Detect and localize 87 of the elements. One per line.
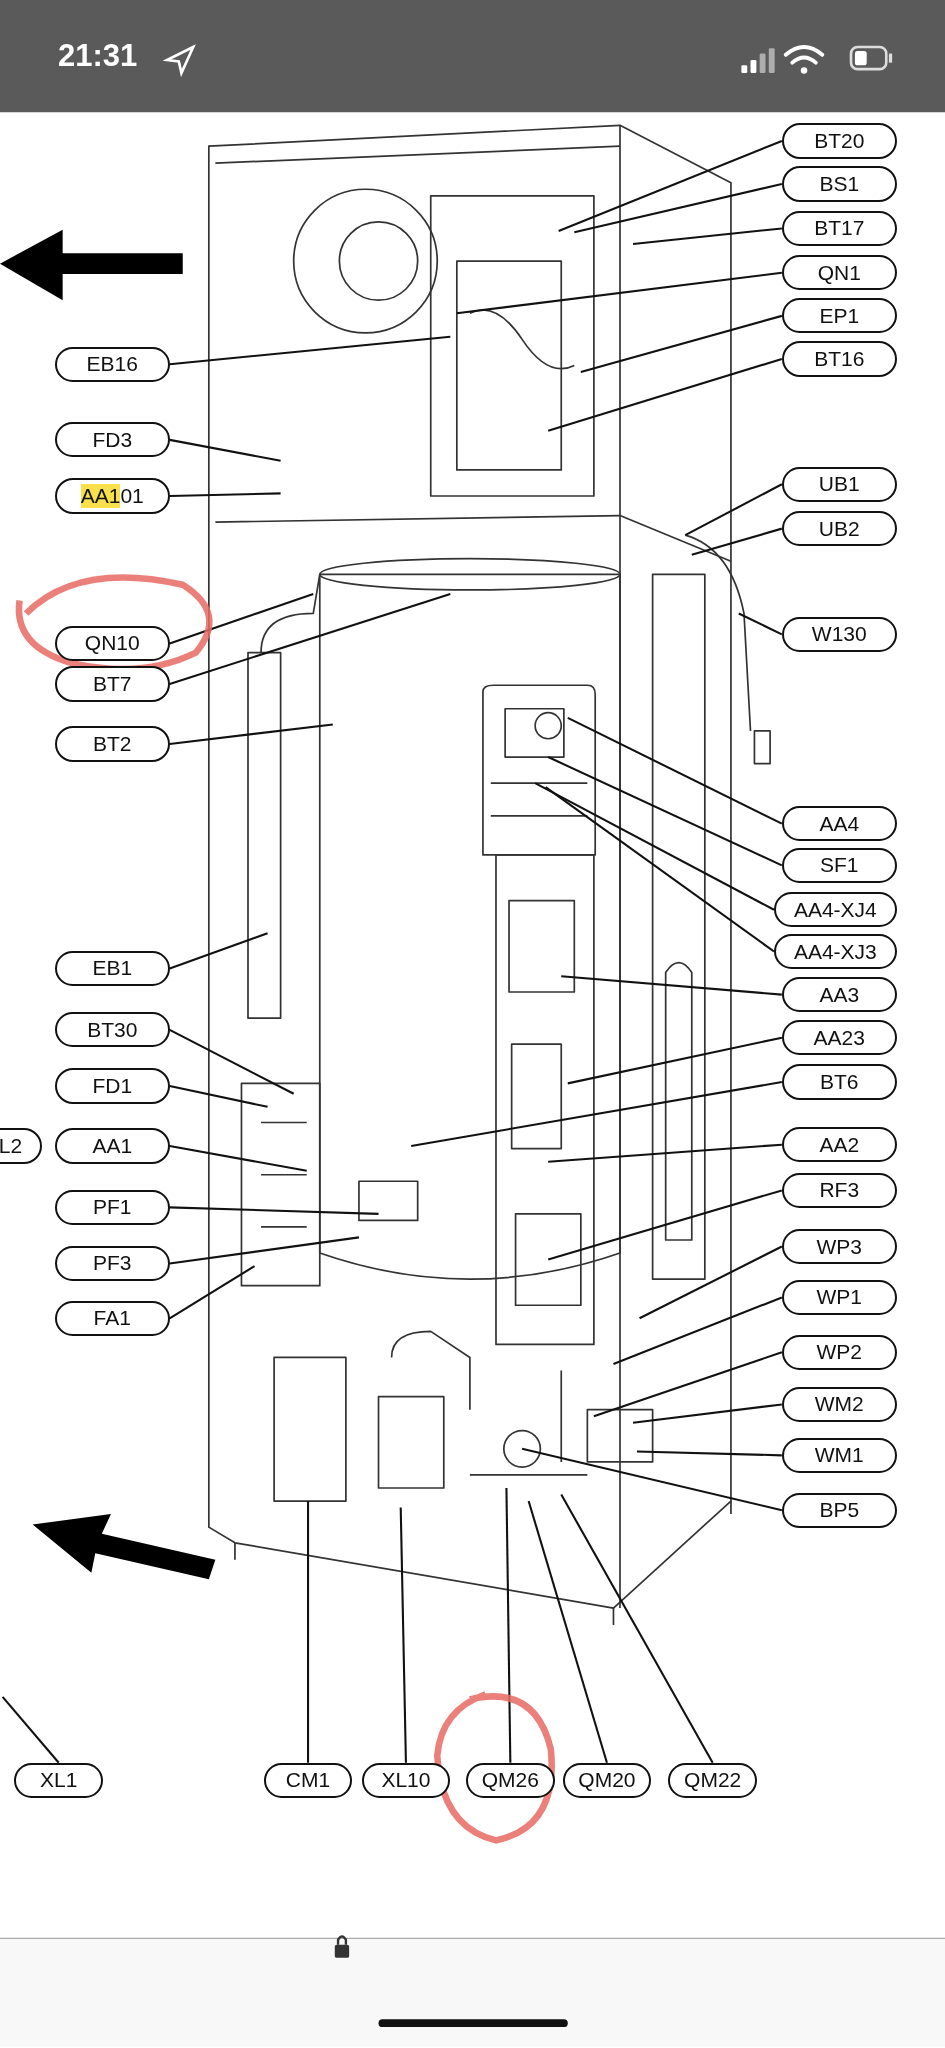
callout-label: EB1	[54, 950, 170, 987]
leader-line	[547, 1189, 783, 1261]
leader-line	[399, 1507, 407, 1763]
leader-line	[456, 271, 782, 315]
callout-label: QN1	[781, 255, 897, 291]
leader-line	[1, 1696, 60, 1764]
callout-label: EB16	[54, 346, 170, 382]
leader-line	[169, 438, 281, 462]
callout-label: BT7	[54, 666, 170, 702]
callout-label: PF1	[54, 1189, 170, 1225]
leader-line	[169, 932, 268, 970]
leader-line	[580, 314, 783, 373]
callout-label: L2	[0, 1128, 42, 1164]
callout-label: WP2	[781, 1334, 897, 1370]
leader-line	[169, 1206, 379, 1215]
callout-label: PF3	[54, 1245, 170, 1282]
leader-line	[521, 1447, 783, 1512]
leader-line	[169, 1028, 295, 1095]
callout-label: BT30	[54, 1012, 170, 1048]
callout-label: AA1	[54, 1128, 170, 1164]
leader-line	[169, 1145, 307, 1172]
callout-label: WM2	[781, 1386, 897, 1423]
callout-label: QM20	[562, 1762, 652, 1798]
leader-line	[632, 1403, 782, 1424]
callout-label: FA1	[54, 1300, 170, 1336]
callout-label: WP3	[781, 1228, 897, 1265]
callout-label: QM22	[668, 1762, 758, 1798]
callout-label: QM26	[465, 1762, 555, 1798]
leader-line	[169, 723, 333, 746]
callout-label: BT2	[54, 726, 170, 762]
callout-label: AA4-XJ4	[774, 892, 897, 928]
status-time: 21:31	[58, 38, 138, 74]
callout-label: UB1	[781, 466, 897, 502]
leader-line	[558, 140, 783, 232]
callout-label: W130	[781, 616, 897, 652]
callout-label: AA2	[781, 1127, 897, 1163]
leader-line	[547, 357, 783, 432]
leader-line	[691, 527, 783, 556]
callout-label: RF3	[781, 1172, 897, 1208]
leader-line	[548, 1143, 782, 1163]
callout-label: AA4-XJ3	[774, 933, 897, 970]
callout-label: XL10	[361, 1762, 451, 1798]
leader-line	[169, 1084, 268, 1108]
callout-label: BP5	[781, 1492, 897, 1528]
callout-label: SF1	[781, 847, 897, 883]
leader-line	[561, 975, 782, 996]
callout-label: AA4	[781, 806, 897, 842]
leader-line	[169, 1236, 360, 1265]
leader-line	[639, 1245, 783, 1320]
leader-line	[169, 592, 451, 685]
leader-line	[169, 592, 314, 645]
leader-line	[567, 1036, 783, 1085]
callout-label: AA23	[781, 1020, 897, 1056]
leader-line	[636, 1450, 782, 1457]
callout-label: BT6	[781, 1064, 897, 1100]
callout-label: FD3	[54, 422, 170, 458]
leader-line	[307, 1501, 310, 1763]
callout-label: UB2	[781, 511, 897, 547]
callout-label: EP1	[781, 298, 897, 334]
callout-label: BS1	[781, 166, 897, 202]
callout-label: AA3	[781, 976, 897, 1013]
leader-line	[169, 492, 281, 498]
callout-label: XL1	[14, 1762, 104, 1798]
leader-line	[574, 183, 783, 234]
callout-label: QN10	[54, 625, 170, 662]
leader-line	[567, 716, 783, 825]
callout-label: BT17	[781, 210, 897, 247]
leader-line	[593, 1351, 783, 1418]
leader-line	[410, 1081, 782, 1148]
leader-line	[505, 1487, 512, 1763]
leader-line	[738, 612, 783, 636]
callout-label: WP1	[781, 1279, 897, 1315]
leader-line	[560, 1494, 714, 1764]
leader-line	[613, 1296, 783, 1365]
leader-line	[684, 483, 783, 537]
callout-label: WM1	[781, 1437, 897, 1473]
leader-line	[169, 335, 451, 366]
callout-label: FD1	[54, 1068, 170, 1104]
callout-label: BT16	[781, 341, 897, 377]
leader-line	[169, 1265, 256, 1320]
leader-line	[632, 227, 782, 246]
callout-label: CM1	[263, 1762, 353, 1798]
callout-label: BT20	[781, 123, 897, 159]
callout-label: AA101	[54, 478, 170, 514]
leader-line	[527, 1500, 608, 1764]
leader-line	[547, 756, 783, 867]
leader-line	[544, 786, 775, 953]
